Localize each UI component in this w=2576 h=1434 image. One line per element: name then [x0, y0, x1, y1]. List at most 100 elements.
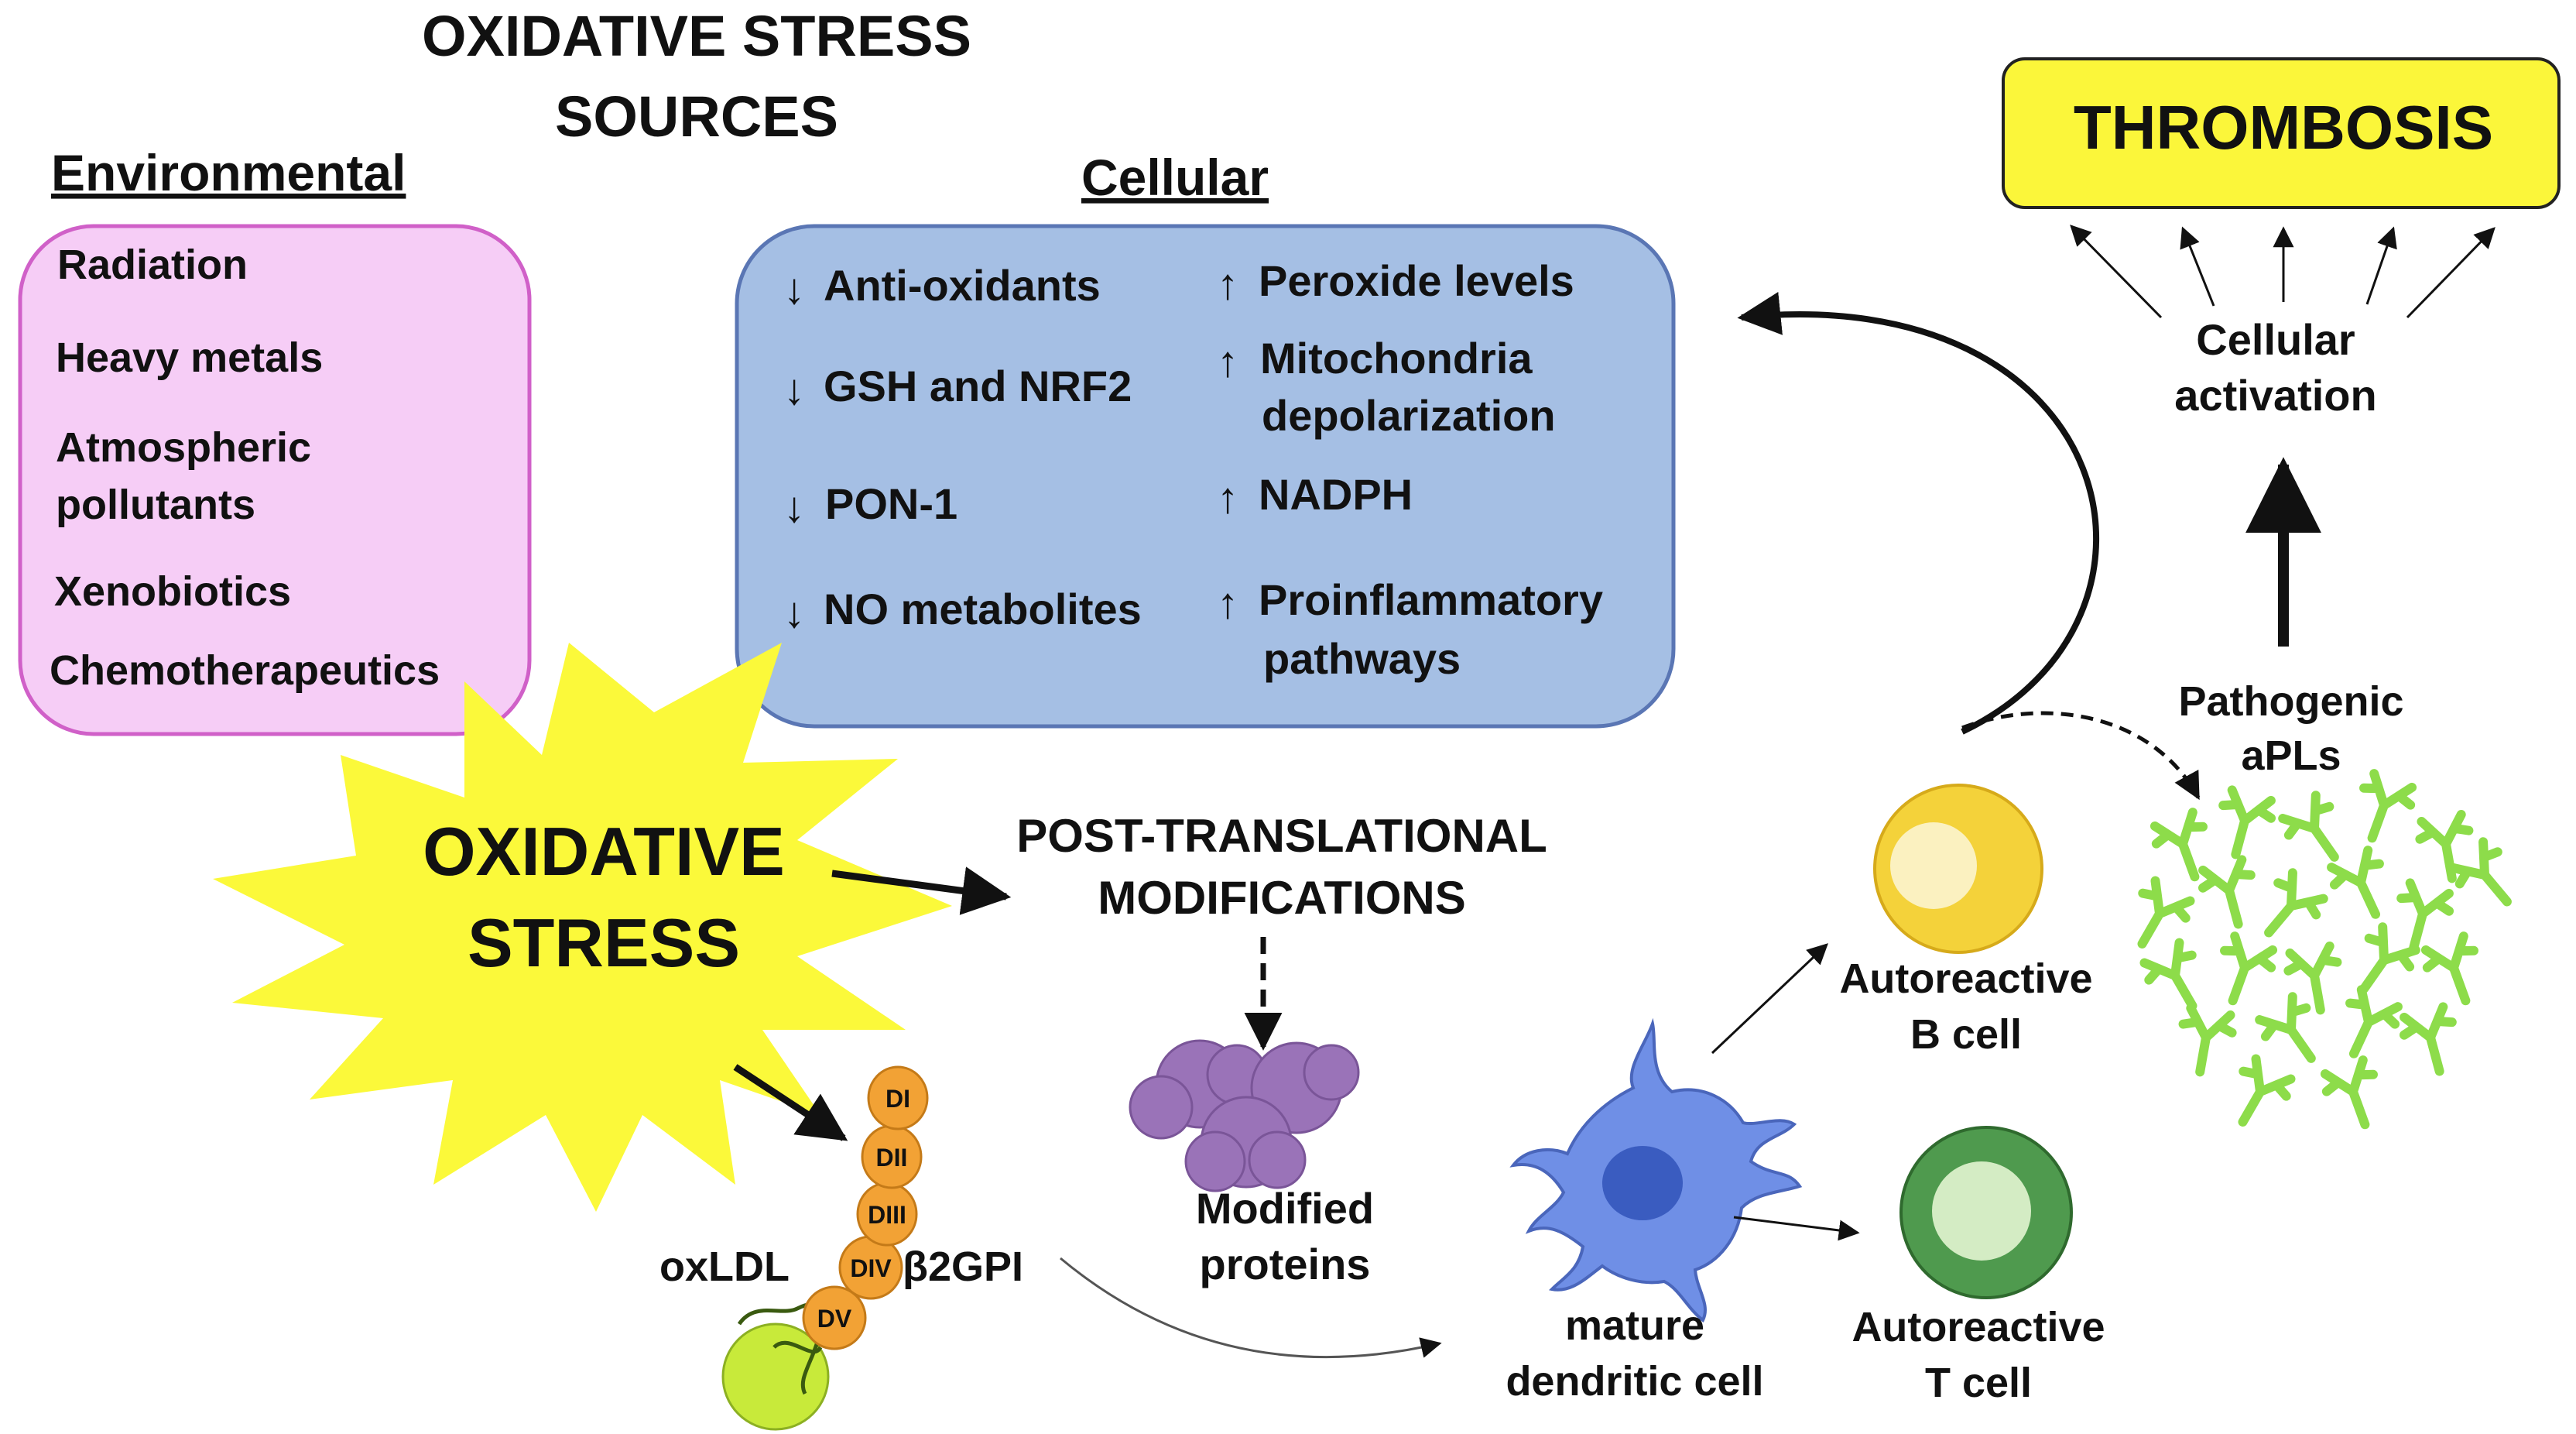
arrow-bcell-to-apls — [1961, 711, 2201, 801]
antibody-icon — [2150, 808, 2208, 882]
cellular-increased-list: ↑ Peroxide levels ↑ Mitochondria depolar… — [1217, 256, 1603, 683]
arrow-bcell-to-cellular — [1737, 292, 2099, 735]
antibody-icon — [2139, 938, 2197, 1010]
env-item-xenobiotics: Xenobiotics — [54, 568, 291, 615]
antibody-icon — [2255, 992, 2316, 1063]
modified-proteins-line2: proteins — [1200, 1240, 1371, 1288]
antibody-icon — [2278, 791, 2339, 862]
env-item-radiation: Radiation — [57, 242, 248, 288]
antibody-icon — [2420, 931, 2478, 1006]
env-item-heavy-metals: Heavy metals — [56, 334, 323, 381]
domain-label-dii: DII — [876, 1144, 908, 1172]
modified-proteins-icon — [1129, 1039, 1360, 1192]
domain-label-diii: DIII — [868, 1201, 906, 1229]
thrombosis-box — [2002, 57, 2561, 209]
oxidative-stress-line1: OXIDATIVE — [423, 813, 785, 890]
b2gpi-label: β2GPI — [903, 1244, 1023, 1290]
antibody-icon — [2415, 810, 2474, 883]
antibody-icon — [2220, 931, 2278, 1006]
environmental-heading: Environmental — [51, 144, 406, 201]
env-item-chemotherapeutics: Chemotherapeutics — [50, 647, 440, 694]
decreased-item: Anti-oxidants — [824, 261, 1101, 310]
domain-label-dv: DV — [817, 1305, 852, 1333]
env-item-atmospheric: Atmospheric — [56, 424, 311, 471]
decreased-item: NO metabolites — [824, 585, 1142, 633]
arrow-b2gpi-to-dendritic — [1060, 1257, 1442, 1358]
ldl-particle-icon — [721, 1323, 830, 1431]
ptm-line2: MODIFICATIONS — [1098, 872, 1466, 924]
oxidative-stress-star — [213, 643, 952, 1212]
arrow-dendritic-to-tcell — [1733, 1216, 1860, 1241]
decreased-item: PON-1 — [825, 479, 957, 528]
increased-item: Mitochondria — [1260, 334, 1533, 383]
antibody-icon — [2448, 837, 2512, 907]
activation-line1: Cellular — [2196, 315, 2355, 364]
arrow-activation-to-thrombosis — [2406, 227, 2496, 319]
antibody-icon — [2359, 769, 2417, 843]
down-arrow: ↓ — [783, 365, 805, 413]
antibody-icon — [2320, 1055, 2378, 1130]
thrombosis-label: THROMBOSIS — [2074, 93, 2493, 162]
dendritic-nucleus — [1602, 1146, 1683, 1220]
antibody-icon — [2359, 922, 2420, 993]
antibody-icon — [2178, 1003, 2237, 1077]
down-arrow: ↓ — [783, 264, 805, 313]
antibody-icon — [2264, 868, 2328, 938]
antibody-icon — [2218, 785, 2276, 859]
antibody-icon — [2238, 1054, 2296, 1127]
antibody-icon — [2283, 942, 2342, 1015]
arrow-stress-to-b2gpi — [733, 1064, 848, 1141]
arrow-activation-to-thrombosis — [2365, 226, 2397, 305]
b-cell-nucleus — [1890, 822, 1977, 909]
apls-line1: Pathogenic — [2178, 678, 2403, 725]
down-arrow: ↓ — [783, 588, 805, 636]
down-arrow: ↓ — [783, 482, 805, 531]
decreased-item: GSH and NRF2 — [824, 362, 1132, 410]
antibody-icon — [2345, 985, 2403, 1058]
arrow-stress-to-ptm — [831, 866, 1012, 915]
dendritic-line2: dendritic cell — [1506, 1358, 1763, 1405]
cellular-heading: Cellular — [1081, 149, 1269, 206]
cellular-decreased-list: ↓ Anti-oxidants ↓ GSH and NRF2 ↓ PON-1 ↓… — [783, 261, 1142, 636]
up-arrow: ↑ — [1217, 337, 1238, 386]
antibody-icon — [2137, 876, 2195, 949]
domain-di — [867, 1065, 929, 1130]
t-cell-line2: T cell — [1925, 1360, 2032, 1406]
increased-item: depolarization — [1262, 391, 1556, 440]
antibody-icon — [2396, 878, 2454, 952]
t-cell-line1: Autoreactive — [1852, 1304, 2105, 1350]
arrow-dendritic-to-bcell — [1711, 943, 1828, 1055]
antibody-icon — [2327, 846, 2384, 919]
increased-item: Proinflammatory — [1259, 575, 1603, 624]
up-arrow: ↑ — [1217, 578, 1238, 627]
increased-item: Peroxide levels — [1259, 256, 1574, 305]
lipid-tail — [772, 1340, 823, 1354]
antibody-icon — [2197, 855, 2256, 929]
b-cell-line1: Autoreactive — [1839, 955, 2092, 1002]
arrow-activation-to-thrombosis — [2180, 226, 2215, 307]
increased-item: pathways — [1263, 634, 1461, 683]
b2gpi-molecule: DI DII DIII DIV DV — [721, 1065, 929, 1431]
domain-dv — [802, 1285, 867, 1350]
activation-line2: activation — [2174, 371, 2376, 420]
ptm-line1: POST-TRANSLATIONAL — [1016, 810, 1547, 862]
title-line1: OXIDATIVE STRESS — [422, 4, 971, 68]
t-cell-nucleus — [1932, 1161, 2031, 1261]
antibody-icon — [2399, 1002, 2457, 1076]
env-item-pollutants: pollutants — [56, 482, 255, 528]
b-cell-line2: B cell — [1910, 1011, 2022, 1058]
dendritic-line1: mature — [1565, 1302, 1704, 1349]
oxldl-label: oxLDL — [659, 1244, 790, 1290]
arrow-activation-to-thrombosis — [2070, 225, 2163, 319]
increased-item: NADPH — [1259, 470, 1413, 519]
domain-label-di: DI — [886, 1085, 910, 1113]
up-arrow: ↑ — [1217, 473, 1238, 522]
oxidative-stress-line2: STRESS — [468, 904, 740, 981]
antibodies-cluster — [2137, 769, 2512, 1130]
environmental-box — [18, 224, 532, 736]
modified-proteins-line1: Modified — [1196, 1184, 1374, 1233]
cellular-box — [735, 224, 1676, 729]
up-arrow: ↑ — [1217, 259, 1238, 308]
